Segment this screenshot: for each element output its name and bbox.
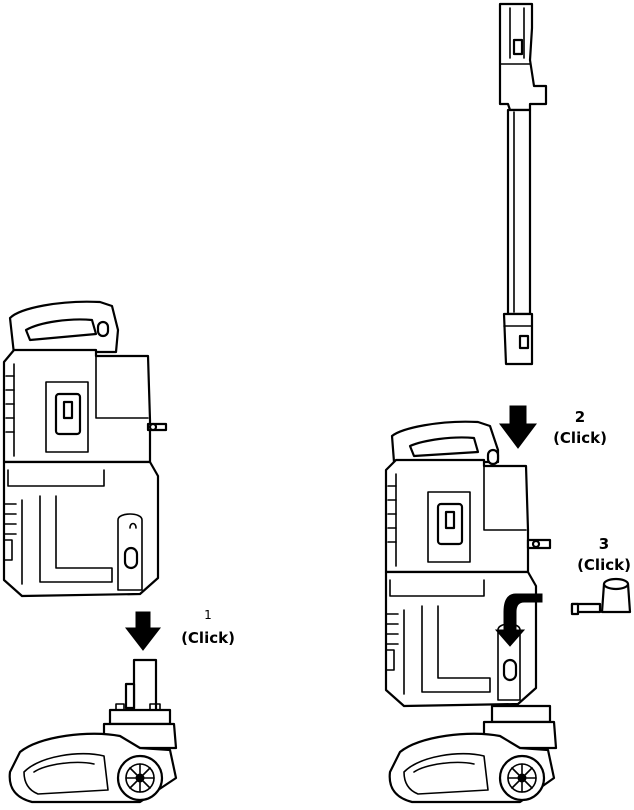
attachment-part <box>572 579 630 614</box>
step-3-number: 3 <box>599 535 609 553</box>
vacuum-body-right <box>386 422 550 706</box>
step-1-action: (Click) <box>181 629 235 647</box>
step-2-number: 2 <box>575 408 585 426</box>
arrow-step-2 <box>500 406 536 448</box>
arrow-step-1 <box>126 612 160 650</box>
step-3-action: (Click) <box>577 556 631 574</box>
extension-wand <box>500 4 546 364</box>
step-2-action: (Click) <box>553 429 607 447</box>
vacuum-body-left <box>4 302 166 596</box>
floor-nozzle-right <box>390 706 556 802</box>
floor-nozzle-left <box>10 660 176 802</box>
step-1-number: 1 <box>204 608 212 622</box>
